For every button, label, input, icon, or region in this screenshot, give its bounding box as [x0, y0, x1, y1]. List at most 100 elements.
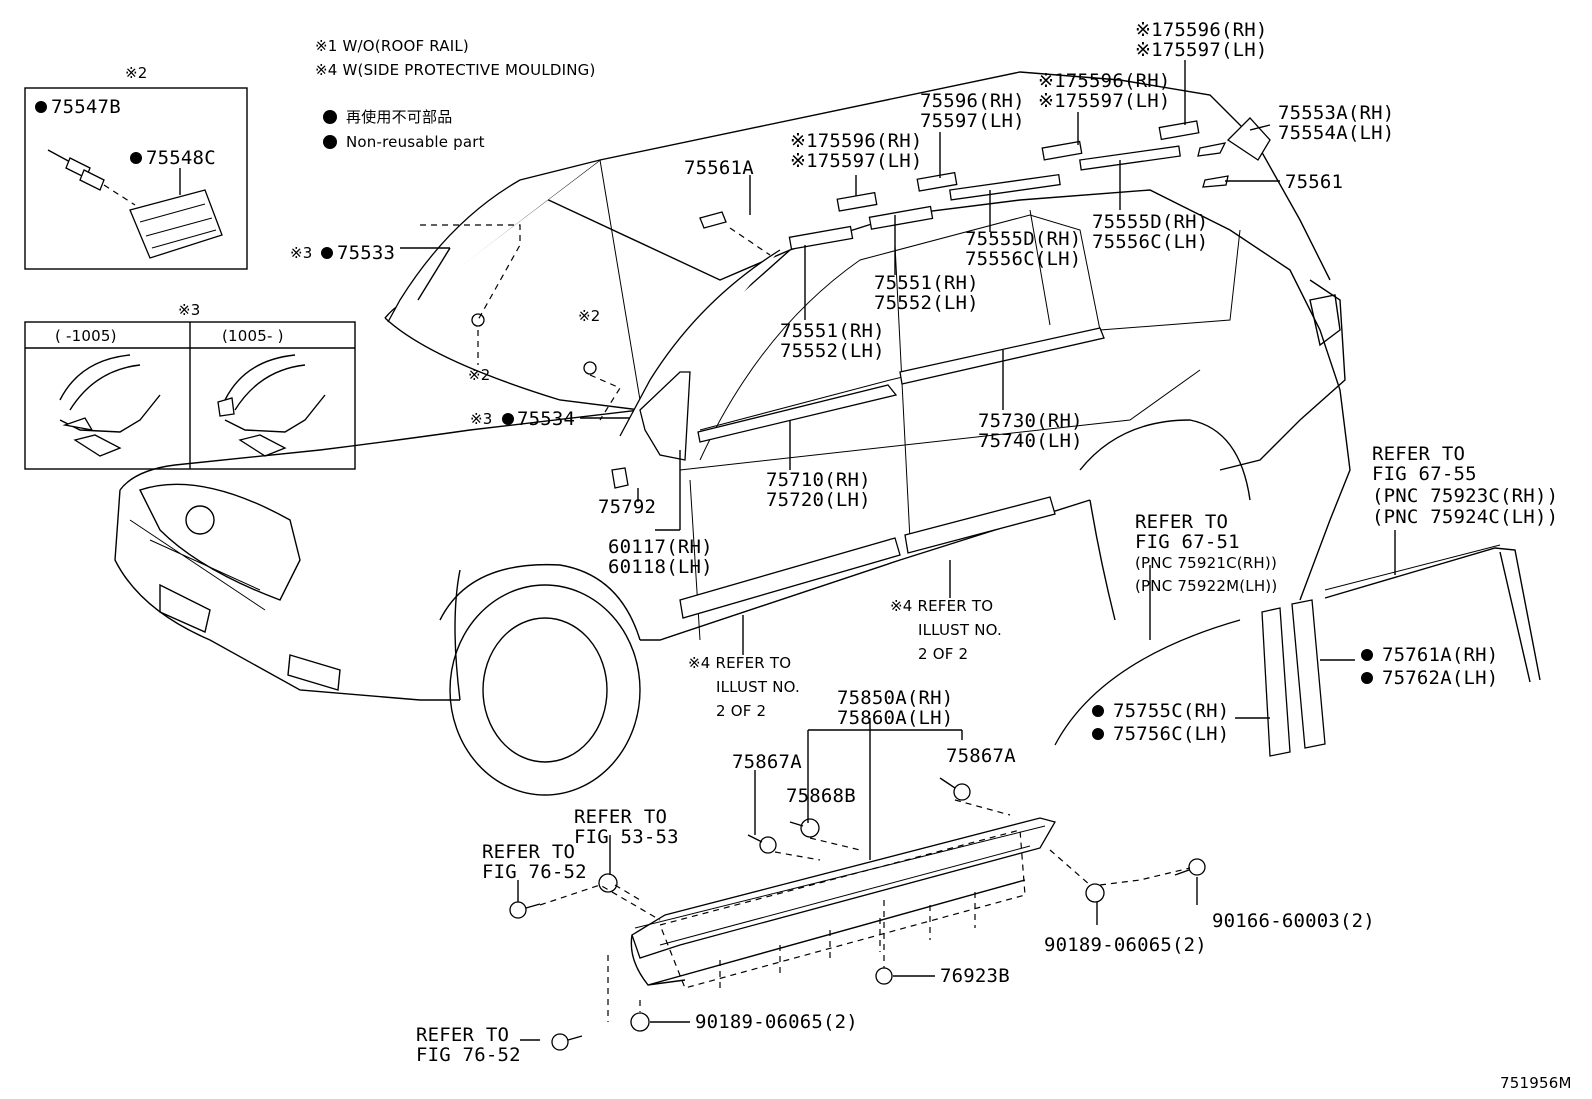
front-door-frame-moulding [639, 371, 691, 461]
side-moulding-front [679, 537, 901, 619]
part-60118: 60118(LH) [608, 556, 713, 578]
legend-en: Non-reusable part [346, 133, 485, 151]
ref-illust-b-3: 2 OF 2 [918, 645, 969, 663]
door-trim-75755C [1261, 607, 1291, 757]
ref-7652-b-2: FIG 76-52 [416, 1044, 521, 1066]
part-75551-lower: 75551(RH) [780, 320, 885, 342]
part-75867A-right: 75867A [946, 745, 1016, 767]
part-75755C: 75755C(RH) [1113, 700, 1230, 722]
ref-6751-4: (PNC 75922M(LH)) [1135, 577, 1278, 595]
part-75596-left: ※175596(RH) [790, 130, 923, 152]
legend-dot-jp [323, 110, 337, 124]
part-75762A: 75762A(LH) [1382, 667, 1499, 689]
part-75555D-rear: 75555D(RH) [1092, 211, 1209, 233]
ref-7652-a-1: REFER TO [482, 841, 576, 863]
leader-lines [400, 60, 1396, 1041]
rocker-panel-75850A [630, 817, 1056, 986]
legend-dot-en [323, 135, 337, 149]
roof-drip-moulding [619, 249, 781, 437]
ref-6751-1: REFER TO [1135, 511, 1229, 533]
part-60117: 60117(RH) [608, 536, 713, 558]
side-moulding-rear [904, 496, 1056, 554]
part-75596-right: ※175596(RH) [1038, 70, 1171, 92]
clip-75561 [1202, 175, 1229, 188]
roof-cover-75596-b [916, 171, 958, 192]
ref-illust-b-2: ILLUST NO. [918, 621, 1003, 639]
part-76923B: 76923B [940, 965, 1010, 987]
clip-75561A [699, 211, 727, 229]
ref-6751-2: FIG 67-51 [1135, 531, 1240, 553]
ref-illust-b-1: ※4 REFER TO [890, 597, 994, 615]
part-75867A-left: 75867A [732, 751, 802, 773]
variant-sketch-right [217, 354, 326, 457]
mark-75533: ※3 [290, 244, 313, 262]
part-75792: 75792 [598, 496, 657, 518]
part-75554A: 75554A(LH) [1278, 122, 1395, 144]
variant-col-1: ( -1005) [55, 327, 117, 345]
part-75761A: 75761A(RH) [1382, 644, 1499, 666]
mark-75534: ※3 [470, 410, 493, 428]
part-75547B: 75547B [51, 96, 121, 118]
roof-moulding-75555D [949, 173, 1061, 201]
part-75552-upper: 75552(LH) [874, 292, 979, 314]
ref-7652-b-1: REFER TO [416, 1024, 510, 1046]
roof-cover-75596-d [1158, 120, 1200, 141]
variant-col-2: (1005- ) [222, 327, 284, 345]
part-75860A: 75860A(LH) [837, 707, 954, 729]
part-75561A: 75561A [684, 157, 754, 179]
part-75551-upper: 75551(RH) [874, 272, 979, 294]
part-75561: 75561 [1285, 171, 1344, 193]
dashed-guides [420, 224, 1191, 1022]
door-trim-75761A [1291, 599, 1326, 749]
part-90166-60003: 90166-60003(2) [1212, 910, 1375, 932]
belt-moulding-rear-75730 [899, 327, 1105, 385]
roof-cover-75596-c [1041, 140, 1083, 161]
variant-inset-mark: ※3 [178, 301, 201, 319]
ref-illust-a-2: ILLUST NO. [716, 678, 801, 696]
part-75555D-mid: 75555D(RH) [965, 228, 1082, 250]
part-75556C-mid: 75556C(LH) [965, 248, 1082, 270]
part-90189-06065-right: 90189-06065(2) [1044, 934, 1207, 956]
emblem-inset-frame [24, 87, 248, 270]
variant-sketch-left [59, 354, 161, 457]
clip-mark-a: ※2 [468, 366, 491, 384]
ref-illust-a-1: ※4 REFER TO [688, 654, 792, 672]
windshield-moulding [387, 159, 601, 323]
part-75548C: 75548C [146, 147, 216, 169]
part-75597-mid: 75597(LH) [920, 110, 1025, 132]
part-75597-left: ※175597(LH) [790, 150, 923, 172]
part-75597-right: ※175597(LH) [1038, 90, 1171, 112]
part-75868B: 75868B [786, 785, 856, 807]
ref-7652-a-2: FIG 76-52 [482, 861, 587, 883]
note-4: ※4 W(SIDE PROTECTIVE MOULDING) [315, 61, 596, 79]
part-75710: 75710(RH) [766, 469, 871, 491]
part-75533: 75533 [337, 242, 396, 264]
ref-6755-3: (PNC 75923C(RH)) [1372, 485, 1559, 507]
part-75740: 75740(LH) [978, 430, 1083, 452]
part-75556C-rear: 75556C(LH) [1092, 231, 1209, 253]
roof-moulding-75555D-b [1079, 145, 1181, 171]
emblem-inset-mark: ※2 [125, 64, 148, 82]
note-1: ※1 W/O(ROOF RAIL) [315, 37, 469, 55]
part-75597-top: ※175597(LH) [1135, 39, 1268, 61]
part-75850A: 75850A(RH) [837, 687, 954, 709]
roof-moulding-75551-b [868, 205, 934, 230]
part-75730: 75730(RH) [978, 410, 1083, 432]
ref-5353-2: FIG 53-53 [574, 826, 679, 848]
part-75553A: 75553A(RH) [1278, 102, 1395, 124]
roof-cover-75596-a [836, 191, 878, 212]
spoiler-end-75553A [1226, 117, 1271, 161]
part-75720: 75720(LH) [766, 489, 871, 511]
belt-moulding-front-75710 [697, 384, 898, 443]
ref-6755-4: (PNC 75924C(LH)) [1372, 506, 1559, 528]
ref-5353-1: REFER TO [574, 806, 668, 828]
legend-jp: 再使用不可部品 [346, 108, 453, 126]
roof-moulding-75551 [788, 225, 854, 250]
ref-6751-3: (PNC 75921C(RH)) [1135, 554, 1278, 572]
part-75552-lower: 75552(LH) [780, 340, 885, 362]
clip-mark-b: ※2 [578, 307, 601, 325]
part-75756C: 75756C(LH) [1113, 723, 1230, 745]
figure-id: 751956M [1500, 1074, 1572, 1092]
